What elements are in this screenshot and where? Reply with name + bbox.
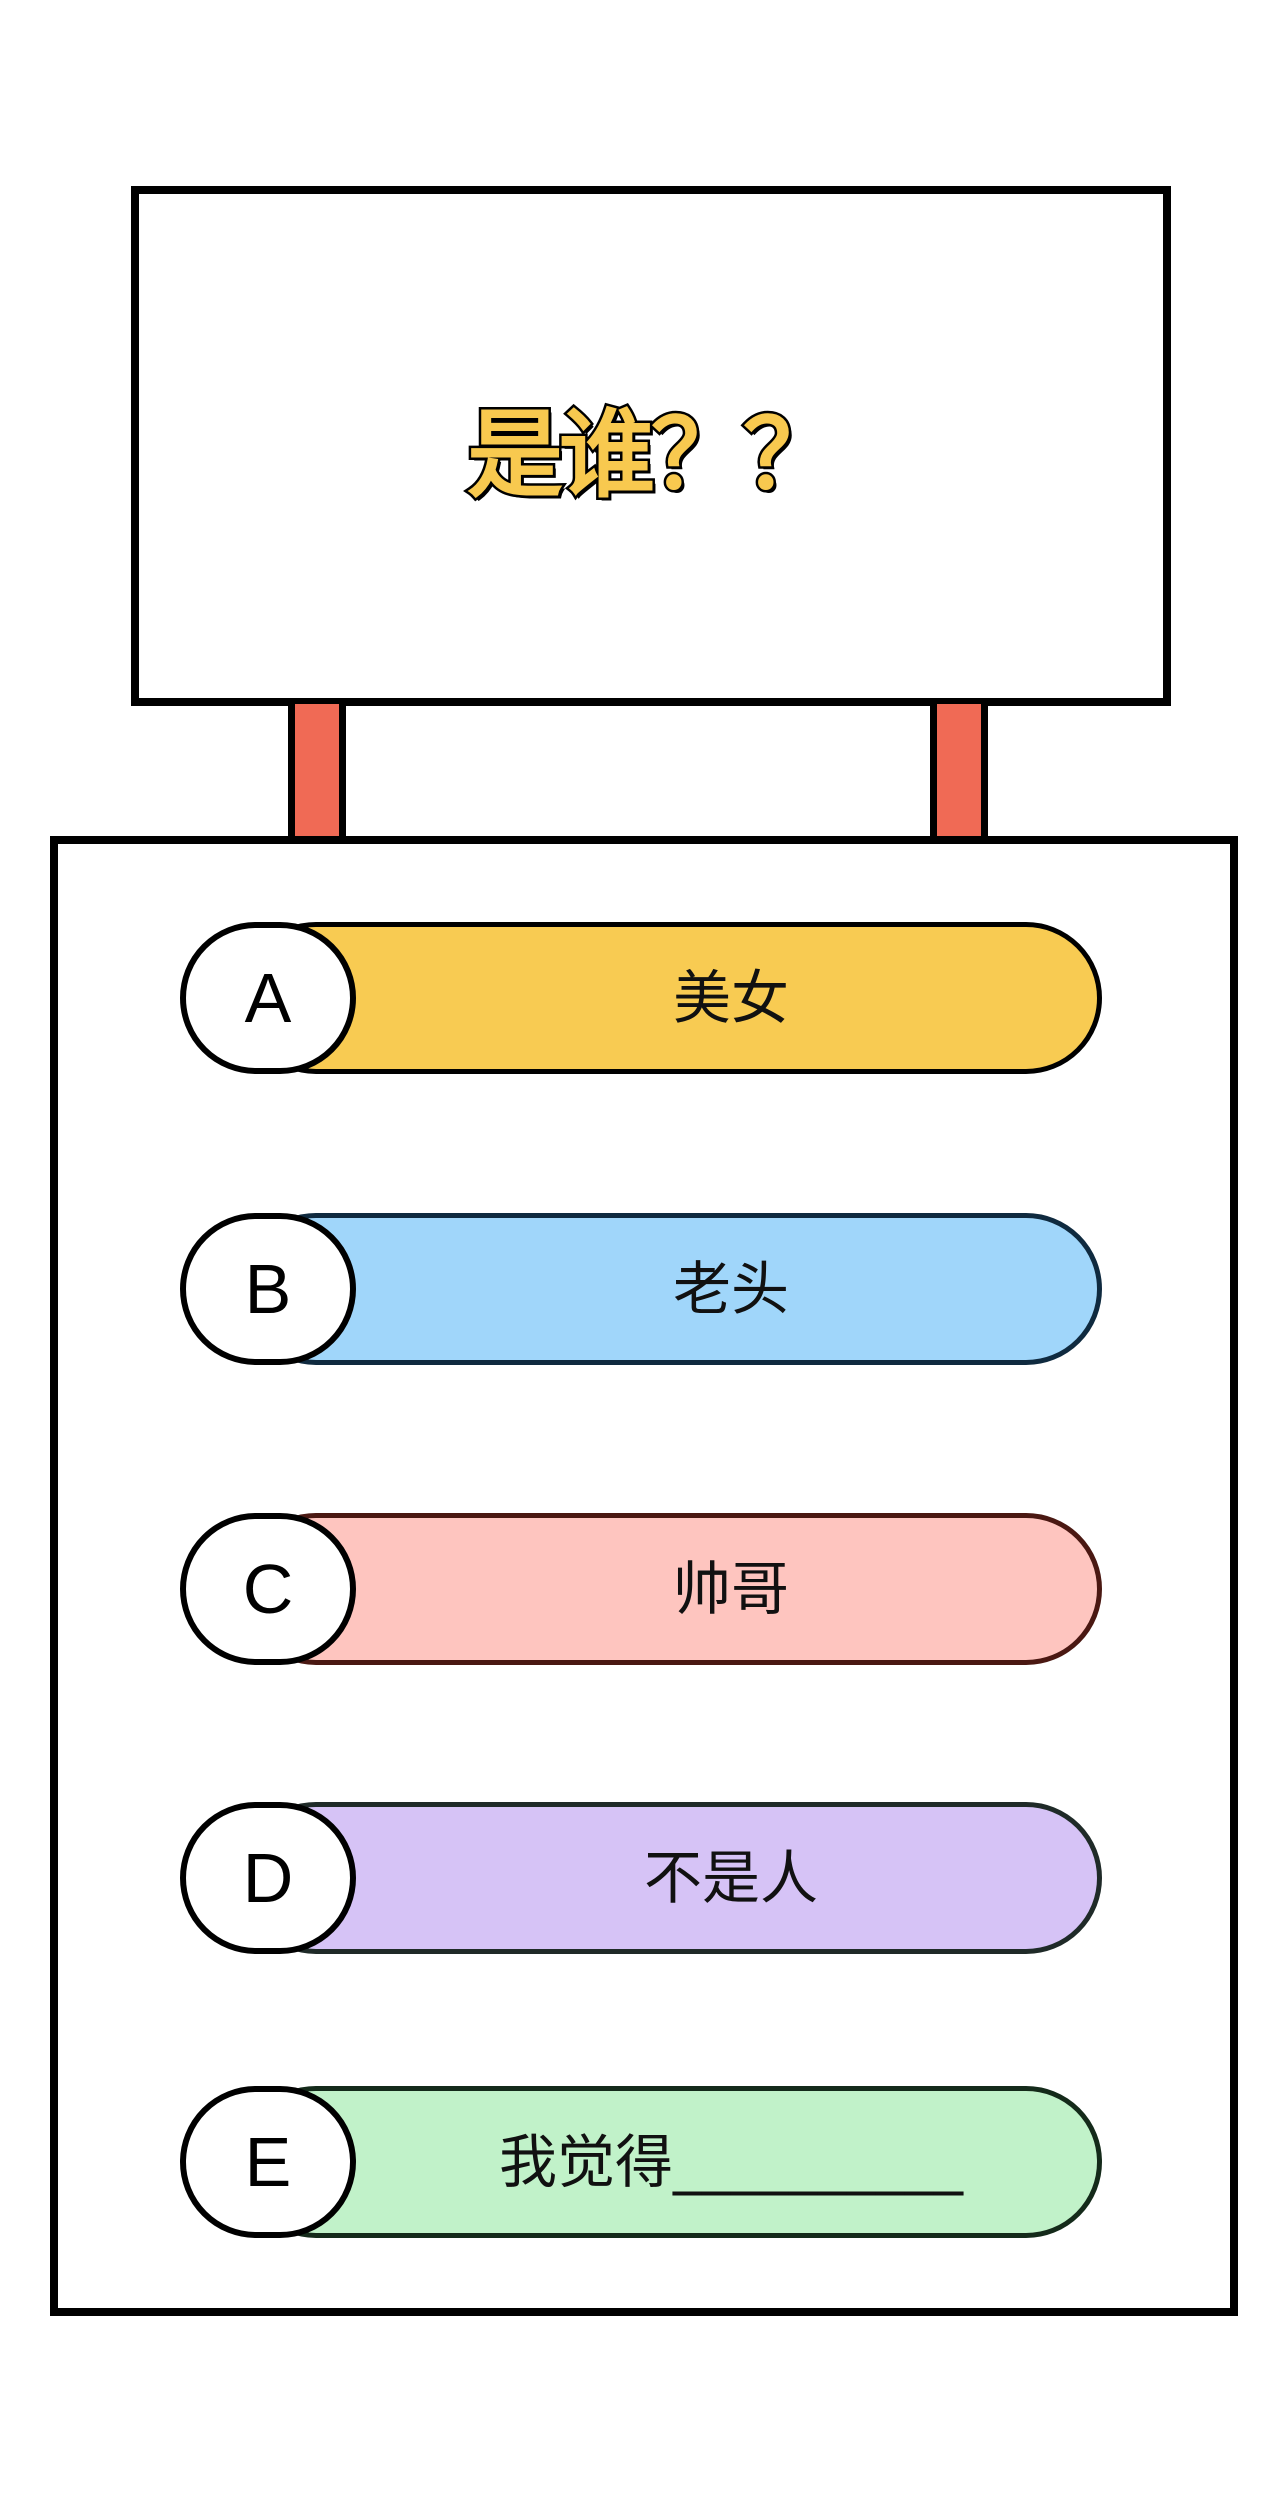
option-b-bar	[240, 1213, 1102, 1365]
sign-post-right	[930, 704, 988, 842]
option-b-letter: B	[180, 1213, 356, 1365]
option-c-letter: C	[180, 1513, 356, 1665]
option-a-text: 美女	[672, 964, 789, 1032]
sign-post-left	[288, 704, 346, 842]
question-sign: 是谁？？	[131, 186, 1171, 706]
option-e-letter: E	[180, 2086, 356, 2238]
option-d-bar	[240, 1802, 1102, 1954]
option-b[interactable]: 老头 B	[180, 1213, 1102, 1365]
option-e[interactable]: 我觉得__________ E	[180, 2086, 1102, 2238]
option-d-letter: D	[180, 1802, 356, 1954]
question-title: 是谁？？	[465, 396, 842, 513]
option-a-bar	[240, 922, 1102, 1074]
option-c-bar	[240, 1513, 1102, 1665]
option-a-letter: A	[180, 922, 356, 1074]
option-e-bar	[240, 2086, 1102, 2238]
option-c-text: 帅哥	[672, 1555, 789, 1623]
option-e-text: 我觉得__________	[498, 2128, 963, 2196]
option-c[interactable]: 帅哥 C	[180, 1513, 1102, 1665]
option-d[interactable]: 不是人 D	[180, 1802, 1102, 1954]
option-a[interactable]: 美女 A	[180, 922, 1102, 1074]
option-b-text: 老头	[672, 1255, 789, 1323]
option-d-text: 不是人	[643, 1844, 818, 1912]
